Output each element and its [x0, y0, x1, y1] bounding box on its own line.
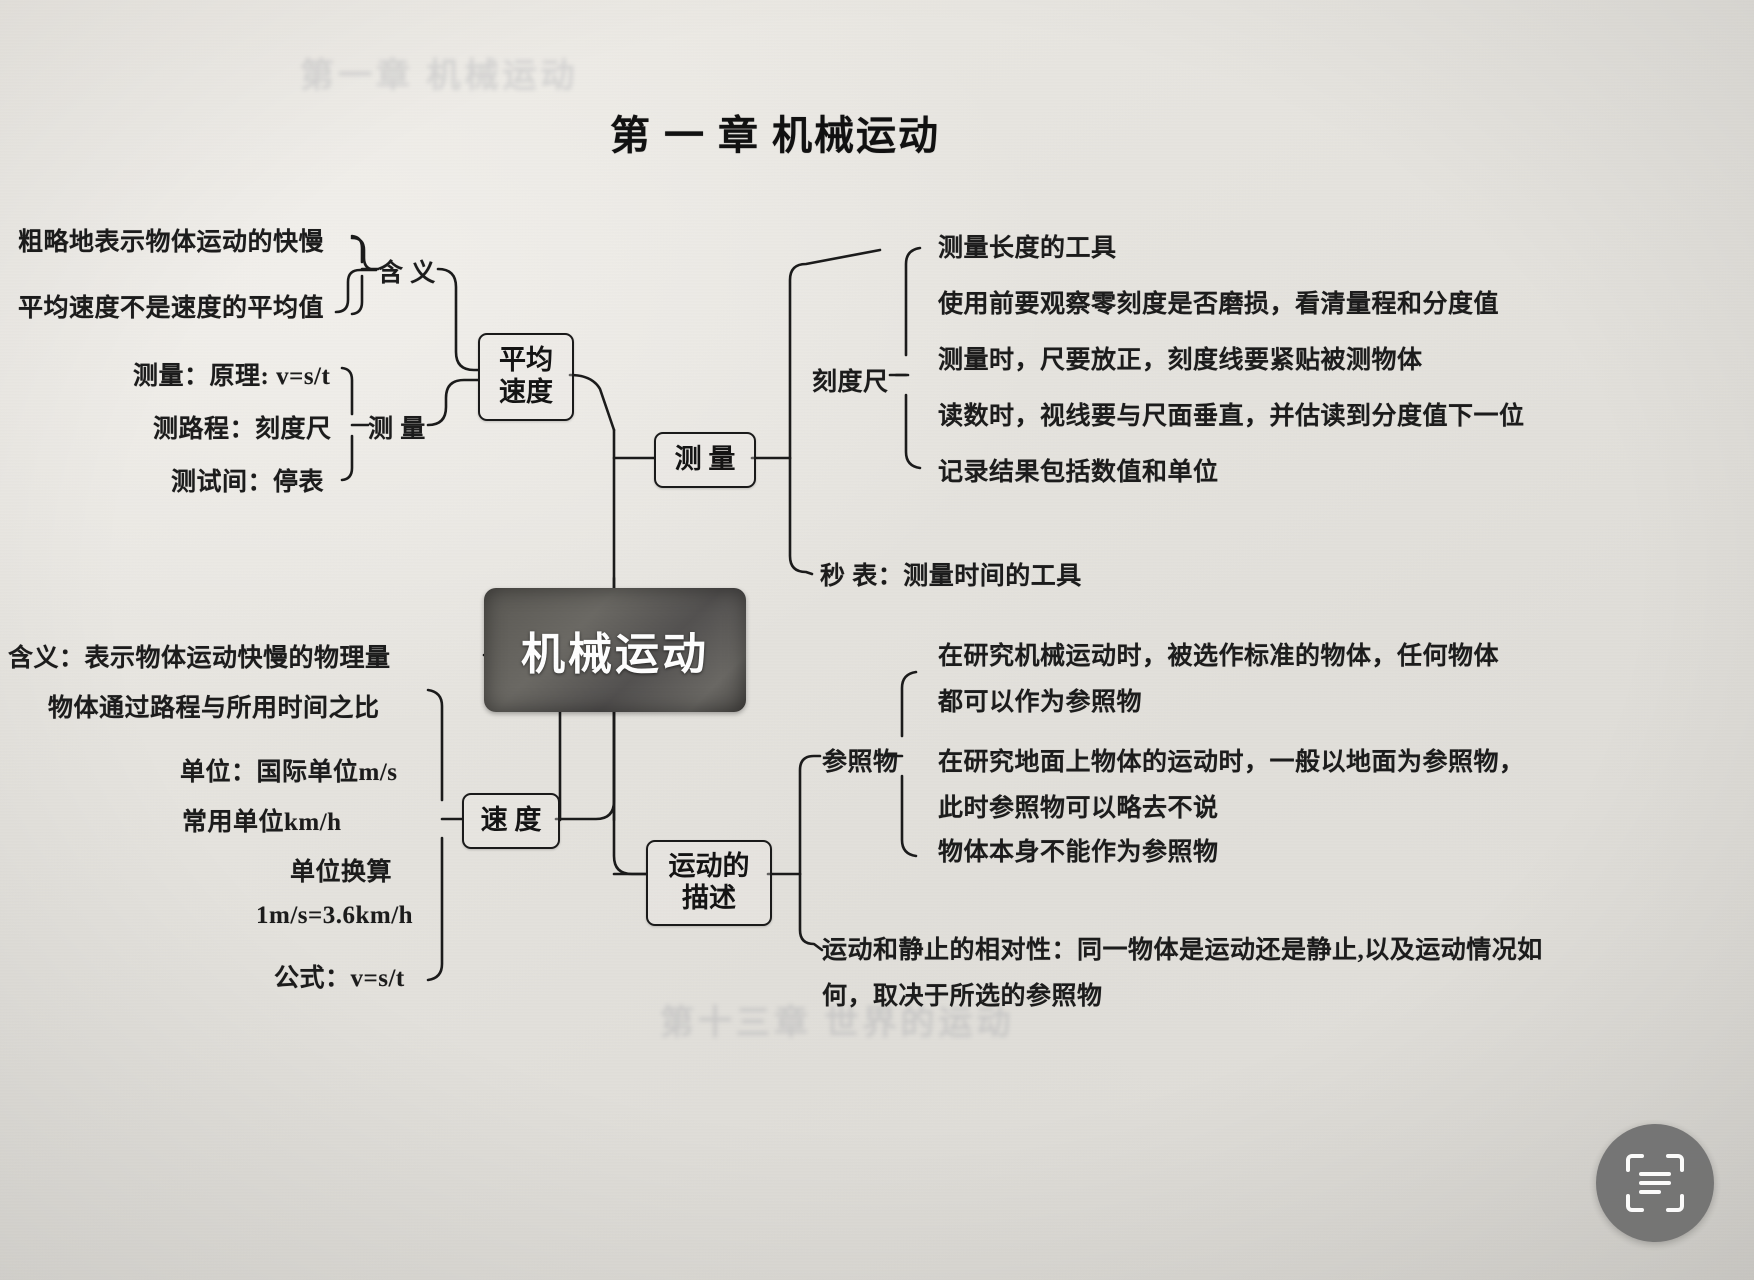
ruler-item-4: 读数时，视线要与尺面垂直，并估读到分度值下一位	[938, 403, 1525, 430]
avg-speed-meaning-label: 含 义	[378, 260, 436, 287]
relativity-item-2: 何，取决于所选的参照物	[822, 983, 1103, 1010]
avg-speed-measure-item-2: 测路程：刻度尺	[153, 416, 332, 443]
node-motion-description-line1: 运动的	[668, 851, 750, 882]
avg-speed-meaning-item-2: 平均速度不是速度的平均值	[18, 295, 325, 322]
ghost-text-bottom: 第十三章 世界的运动	[660, 1005, 1015, 1042]
node-motion-description[interactable]: 运动的 描述	[646, 840, 772, 926]
ruler-item-3: 测量时，尺要放正，刻度线要紧贴被测物体	[938, 347, 1423, 374]
reference-item-1: 在研究机械运动时，被选作标准的物体，任何物体	[938, 643, 1500, 670]
ruler-item-1: 测量长度的工具	[938, 235, 1117, 262]
node-average-speed-line1: 平均	[499, 345, 553, 376]
avg-speed-meaning-item-1: 粗略地表示物体运动的快慢	[18, 229, 325, 256]
reference-item-5: 物体本身不能作为参照物	[938, 839, 1219, 866]
reference-item-4: 此时参照物可以略去不说	[938, 795, 1219, 822]
page-title: 第 一 章 机械运动	[610, 113, 940, 158]
node-average-speed-line2: 速度	[499, 377, 553, 407]
speed-item-1: 含义：表示物体运动快慢的物理量	[8, 645, 391, 672]
speed-item-3: 单位：国际单位m/s	[180, 759, 398, 786]
node-speed[interactable]: 速 度	[462, 793, 560, 849]
ghost-text-top: 第一章 机械运动	[300, 58, 579, 95]
ruler-item-2: 使用前要观察零刻度是否磨损，看清量程和分度值	[938, 291, 1500, 318]
relativity-item-1: 运动和静止的相对性：同一物体是运动还是静止,以及运动情况如	[822, 937, 1543, 964]
speed-item-7: 公式：v=s/t	[274, 965, 405, 992]
reference-object-label: 参照物	[822, 749, 899, 776]
center-node-mechanical-motion[interactable]: 机械运动	[484, 588, 746, 712]
ruler-label: 刻度尺	[812, 369, 889, 396]
speed-item-2: 物体通过路程与所用时间之比	[48, 695, 380, 722]
node-average-speed[interactable]: 平均 速度	[478, 333, 574, 421]
ruler-item-5: 记录结果包括数值和单位	[938, 459, 1219, 486]
document-scan-button[interactable]	[1596, 1124, 1714, 1242]
speed-item-6: 1m/s=3.6km/h	[256, 902, 414, 929]
avg-speed-measure-item-3: 测试间：停表	[171, 469, 325, 496]
node-measurement[interactable]: 测 量	[654, 432, 756, 488]
reference-item-2: 都可以作为参照物	[938, 689, 1143, 716]
avg-speed-measure-item-1: 测量：原理: v=s/t	[133, 363, 331, 390]
document-scan-icon	[1626, 1154, 1684, 1212]
reference-item-3: 在研究地面上物体的运动时，一般以地面为参照物，	[938, 749, 1525, 776]
node-motion-description-line2: 描述	[682, 883, 736, 913]
avg-speed-measure-label: 测 量	[368, 416, 426, 443]
speed-item-5: 单位换算	[290, 859, 393, 886]
stopwatch-item: 秒 表：测量时间的工具	[820, 563, 1082, 590]
speed-item-4: 常用单位km/h	[182, 809, 342, 836]
